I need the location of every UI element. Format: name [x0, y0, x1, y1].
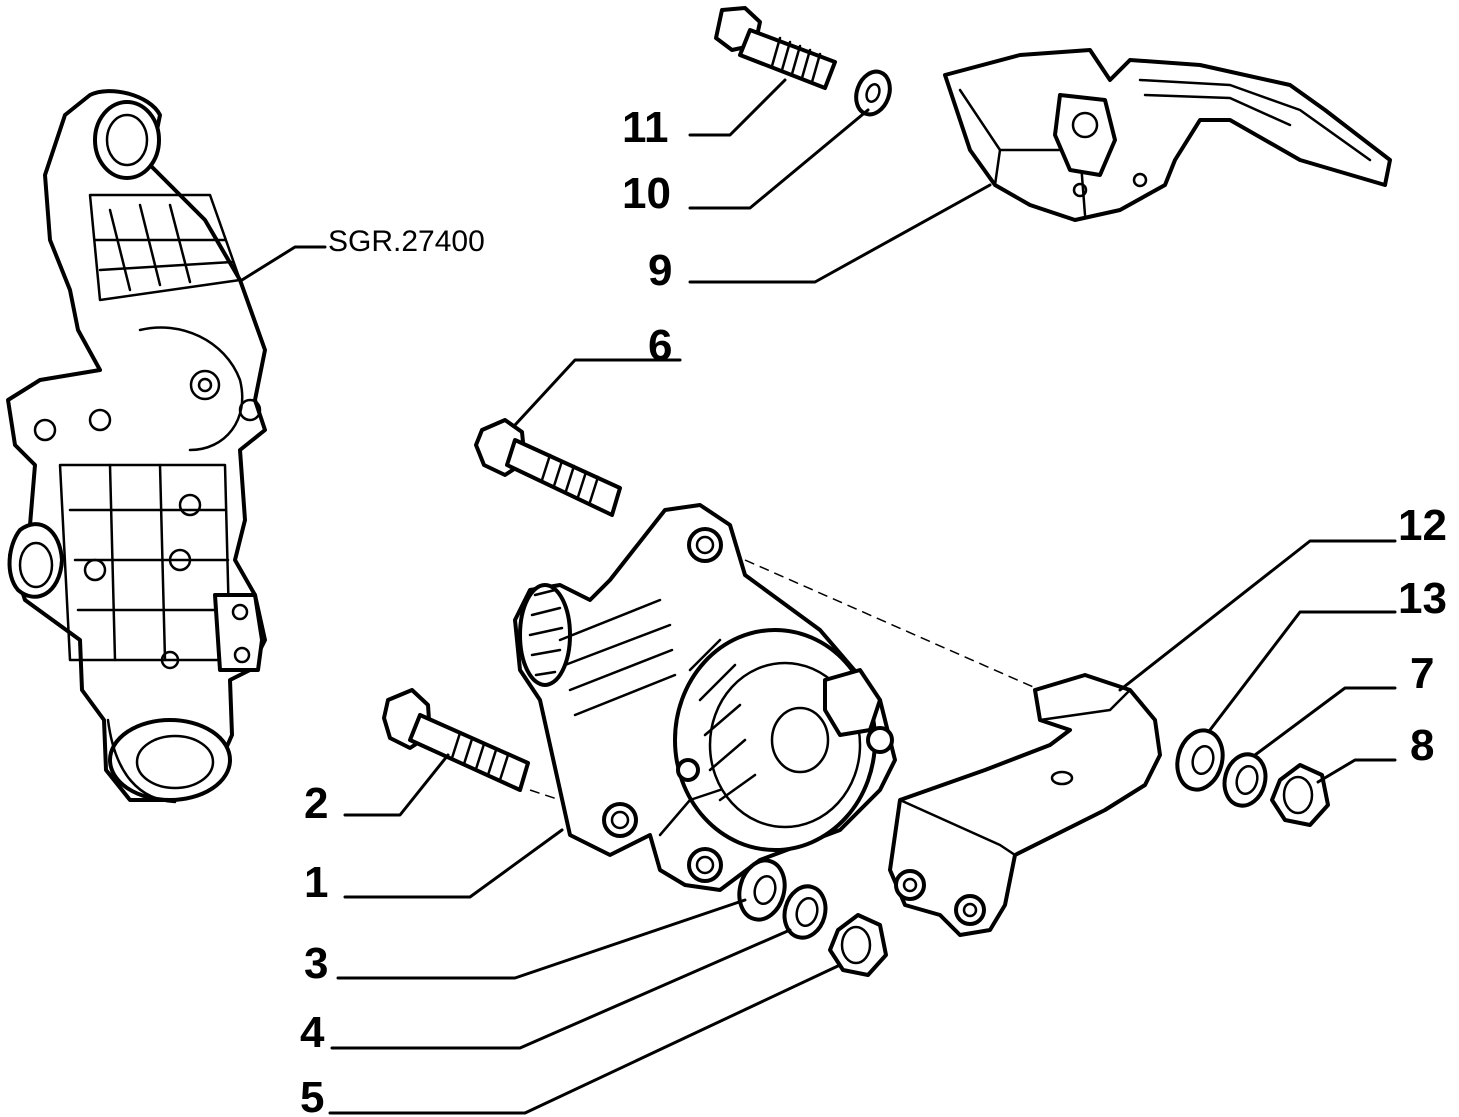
callout-7: 7: [1410, 649, 1434, 698]
callout-3: 3: [304, 939, 328, 988]
leader-13: [1208, 610, 1397, 732]
part-4-washer: [782, 884, 828, 940]
part-2-bolt: [382, 688, 530, 792]
part-3-washer: [737, 858, 787, 922]
callout-11: 11: [622, 103, 669, 152]
leader-6: [513, 358, 682, 427]
leader-reference: [240, 245, 327, 282]
leader-3: [336, 898, 747, 980]
part-1-alternator: [513, 503, 897, 892]
leader-12: [1118, 539, 1397, 692]
part-7-washer: [1222, 752, 1268, 808]
part-10-washer: [854, 69, 892, 117]
callout-10: 10: [622, 169, 671, 218]
assembly-axis-line: [744, 559, 1041, 691]
leader-2: [343, 753, 450, 817]
leader-10: [688, 108, 870, 210]
callout-6: 6: [648, 321, 672, 370]
callout-4: 4: [300, 1008, 325, 1057]
part-12-lower-bracket: [888, 673, 1162, 937]
leader-9: [688, 183, 992, 284]
part-9-upper-bracket: [943, 48, 1392, 222]
callout-2: 2: [304, 779, 328, 828]
leader-1: [343, 828, 564, 899]
leader-8: [1316, 758, 1397, 784]
part-5-nut: [828, 913, 888, 977]
leader-4: [330, 928, 792, 1050]
callout-5: 5: [300, 1073, 324, 1117]
callout-12: 12: [1398, 501, 1447, 550]
callout-1: 1: [304, 858, 328, 907]
part-13-washer: [1175, 728, 1225, 792]
callout-9: 9: [648, 246, 672, 295]
part-8-nut: [1270, 763, 1330, 827]
callout-8: 8: [1410, 721, 1434, 770]
engine-mounting-bracket: [6, 89, 267, 804]
leader-5: [328, 963, 842, 1115]
bolt-axis-line: [529, 789, 561, 801]
callout-13: 13: [1398, 574, 1447, 623]
leader-11: [688, 78, 787, 137]
reference-label: SGR.27400: [328, 225, 485, 258]
leader-7: [1253, 686, 1397, 757]
part-11-bolt: [714, 6, 837, 90]
part-6-bolt: [474, 418, 622, 517]
leader-lines: [240, 78, 1397, 1115]
